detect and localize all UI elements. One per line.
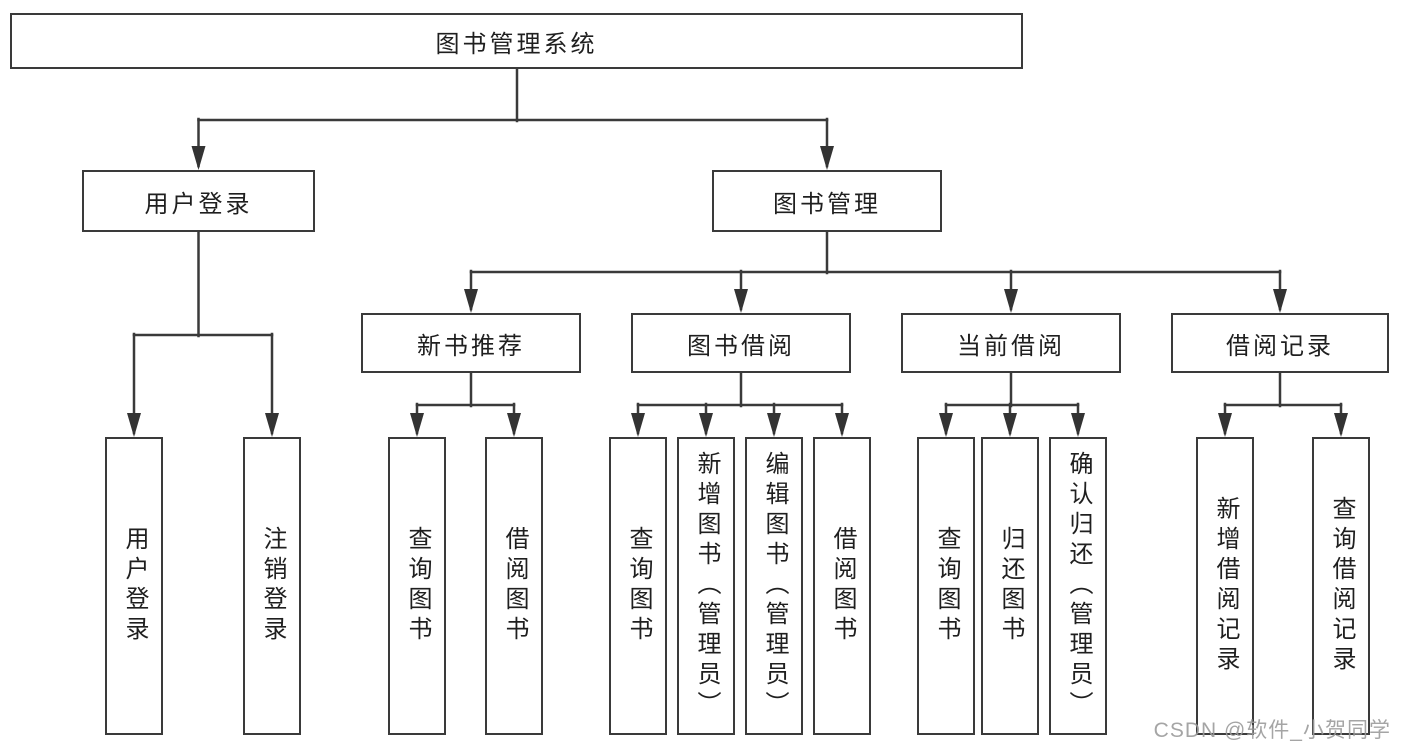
node-borrow-records: 借阅记录: [1171, 313, 1389, 373]
node-label: 归还图书: [997, 526, 1024, 646]
node-label: 借阅图书: [829, 526, 856, 646]
node-label: 用户登录: [121, 526, 148, 646]
node-current-borrow: 当前借阅: [901, 313, 1121, 373]
leaf-query-books-current: 查询图书: [917, 437, 975, 735]
node-user-login: 用户登录: [82, 170, 315, 232]
node-new-book-recommend: 新书推荐: [361, 313, 581, 373]
node-label: 确认归还（管理员）: [1065, 451, 1092, 721]
node-book-management: 图书管理: [712, 170, 942, 232]
leaf-edit-books-admin: 编辑图书（管理员）: [745, 437, 803, 735]
node-label: 新增借阅记录: [1212, 496, 1239, 676]
leaf-query-books-borrow: 查询图书: [609, 437, 667, 735]
leaf-add-borrow-record: 新增借阅记录: [1196, 437, 1254, 735]
node-label: 图书管理: [773, 190, 881, 218]
node-label: 编辑图书（管理员）: [761, 451, 788, 721]
leaf-borrow-books-recommend: 借阅图书: [485, 437, 543, 735]
node-label: 查询图书: [933, 526, 960, 646]
leaf-return-books: 归还图书: [981, 437, 1039, 735]
node-label: 用户登录: [144, 190, 253, 218]
node-label: 借阅记录: [1226, 332, 1334, 360]
arrowhead-group: [127, 146, 1348, 437]
leaf-add-books-admin: 新增图书（管理员）: [677, 437, 735, 735]
node-label: 新书推荐: [417, 332, 525, 360]
node-label: 查询图书: [625, 526, 652, 646]
leaf-user-login: 用户登录: [105, 437, 163, 735]
csdn-watermark: CSDN @软件_小贺同学: [1153, 719, 1391, 742]
leaf-query-borrow-record: 查询借阅记录: [1312, 437, 1370, 735]
node-label: 新增图书（管理员）: [693, 451, 720, 721]
node-label: 图书管理系统: [435, 30, 598, 58]
node-book-borrow: 图书借阅: [631, 313, 851, 373]
node-label: 查询图书: [404, 526, 431, 646]
leaf-borrow-books: 借阅图书: [813, 437, 871, 735]
node-label: 借阅图书: [501, 526, 528, 646]
node-label: 图书借阅: [687, 332, 795, 360]
node-label: 注销登录: [259, 526, 286, 646]
node-label: 查询借阅记录: [1328, 496, 1355, 676]
leaf-confirm-return-admin: 确认归还（管理员）: [1049, 437, 1107, 735]
leaf-query-books-recommend: 查询图书: [388, 437, 446, 735]
node-root-library-system: 图书管理系统: [10, 13, 1023, 69]
leaf-logout: 注销登录: [243, 437, 301, 735]
node-label: 当前借阅: [957, 332, 1065, 360]
